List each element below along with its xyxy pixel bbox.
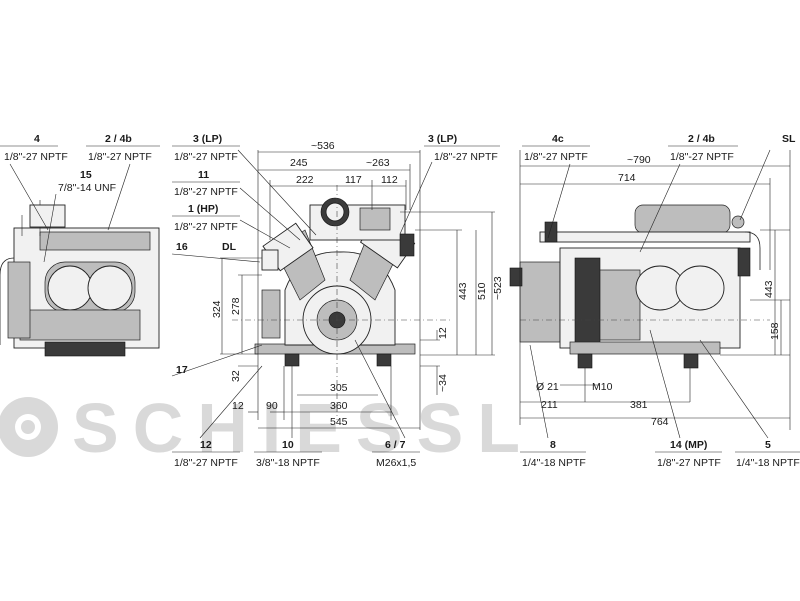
callout-4c-thread: 1/8"-27 NPTF bbox=[524, 151, 588, 163]
callout-5-thread: 1/4"-18 NPTF bbox=[736, 457, 800, 469]
dim-360: 360 bbox=[330, 400, 348, 412]
callout-15-thread: 7/8"-14 UNF bbox=[58, 182, 116, 194]
callout-10: 10 bbox=[282, 439, 294, 451]
callout-15: 15 bbox=[80, 169, 92, 181]
compressor-side-view-left bbox=[0, 200, 160, 357]
dim-790: ~790 bbox=[627, 154, 651, 166]
callout-dl: DL bbox=[222, 241, 237, 253]
callout-1-hp-thread: 1/8"-27 NPTF bbox=[174, 221, 238, 233]
dim-overall-width: ~536 bbox=[311, 140, 335, 152]
dim-90: 90 bbox=[266, 400, 278, 412]
dim-117: 117 bbox=[345, 174, 362, 186]
callout-11: 11 bbox=[198, 169, 209, 181]
callout-12-thread: 1/8"-27 NPTF bbox=[174, 457, 238, 469]
dim-263: ~263 bbox=[366, 157, 390, 169]
callout-4-thread: 1/8"-27 NPTF bbox=[4, 151, 68, 163]
dim-381: 381 bbox=[630, 399, 648, 411]
dim-510: 510 bbox=[476, 282, 488, 300]
dim-diameter-21: Ø 21 bbox=[536, 381, 559, 393]
callout-12: 12 bbox=[200, 439, 212, 451]
callout-14-mp-thread: 1/8"-27 NPTF bbox=[657, 457, 721, 469]
callout-17: 17 bbox=[176, 364, 188, 376]
callout-11-thread: 1/8"-27 NPTF bbox=[174, 186, 238, 198]
dim-245: 245 bbox=[290, 157, 308, 169]
callout-16: 16 bbox=[176, 241, 188, 253]
dim-m10: M10 bbox=[592, 381, 613, 393]
callout-14-mp: 14 (MP) bbox=[670, 439, 707, 451]
dim-158: 158 bbox=[769, 322, 781, 340]
callout-8-thread: 1/4"-18 NPTF bbox=[522, 457, 586, 469]
side-view-dimension-lines bbox=[519, 150, 791, 430]
dim-443-right: 443 bbox=[763, 280, 775, 298]
callout-2-4b-right-thread: 1/8"-27 NPTF bbox=[670, 151, 734, 163]
compressor-front-view-middle bbox=[232, 185, 450, 420]
dim-764: 764 bbox=[651, 416, 669, 428]
dim-32: 32 bbox=[230, 370, 242, 382]
dim-443-middle: 443 bbox=[457, 282, 469, 300]
callout-2-4b-left-thread: 1/8"-27 NPTF bbox=[88, 151, 152, 163]
callout-1-hp: 1 (HP) bbox=[188, 203, 218, 215]
dim-211: 211 bbox=[541, 399, 558, 411]
callout-3-lp-b-thread: 1/8"-27 NPTF bbox=[434, 151, 498, 163]
callout-6-7-thread: M26x1,5 bbox=[376, 457, 416, 469]
callout-2-4b-left: 2 / 4b bbox=[105, 133, 132, 145]
dim-12-horizontal: 12 bbox=[232, 400, 244, 412]
callout-4c: 4c bbox=[552, 133, 564, 145]
dim-12-vertical: 12 bbox=[437, 327, 449, 339]
dim-34: ~34 bbox=[437, 374, 449, 392]
callout-2-4b-right: 2 / 4b bbox=[688, 133, 715, 145]
dim-523: ~523 bbox=[492, 276, 504, 300]
dim-305: 305 bbox=[330, 382, 348, 394]
callout-5: 5 bbox=[765, 439, 771, 451]
front-view-dimension-lines bbox=[220, 150, 495, 430]
dim-112: 112 bbox=[381, 174, 398, 186]
compressor-side-view-right bbox=[509, 204, 770, 369]
dim-714: 714 bbox=[618, 172, 636, 184]
dim-324: 324 bbox=[211, 300, 223, 318]
callout-8: 8 bbox=[550, 439, 556, 451]
dim-222: 222 bbox=[296, 174, 314, 186]
callout-3-lp-b: 3 (LP) bbox=[428, 133, 457, 145]
callout-4: 4 bbox=[34, 133, 40, 145]
callout-10-thread: 3/8"-18 NPTF bbox=[256, 457, 320, 469]
dim-278: 278 bbox=[230, 297, 242, 315]
callout-3-lp-a-thread: 1/8"-27 NPTF bbox=[174, 151, 238, 163]
callout-sl: SL bbox=[782, 133, 796, 145]
dim-545: 545 bbox=[330, 416, 348, 428]
callout-3-lp-a: 3 (LP) bbox=[193, 133, 222, 145]
callout-6-7: 6 / 7 bbox=[385, 439, 406, 451]
